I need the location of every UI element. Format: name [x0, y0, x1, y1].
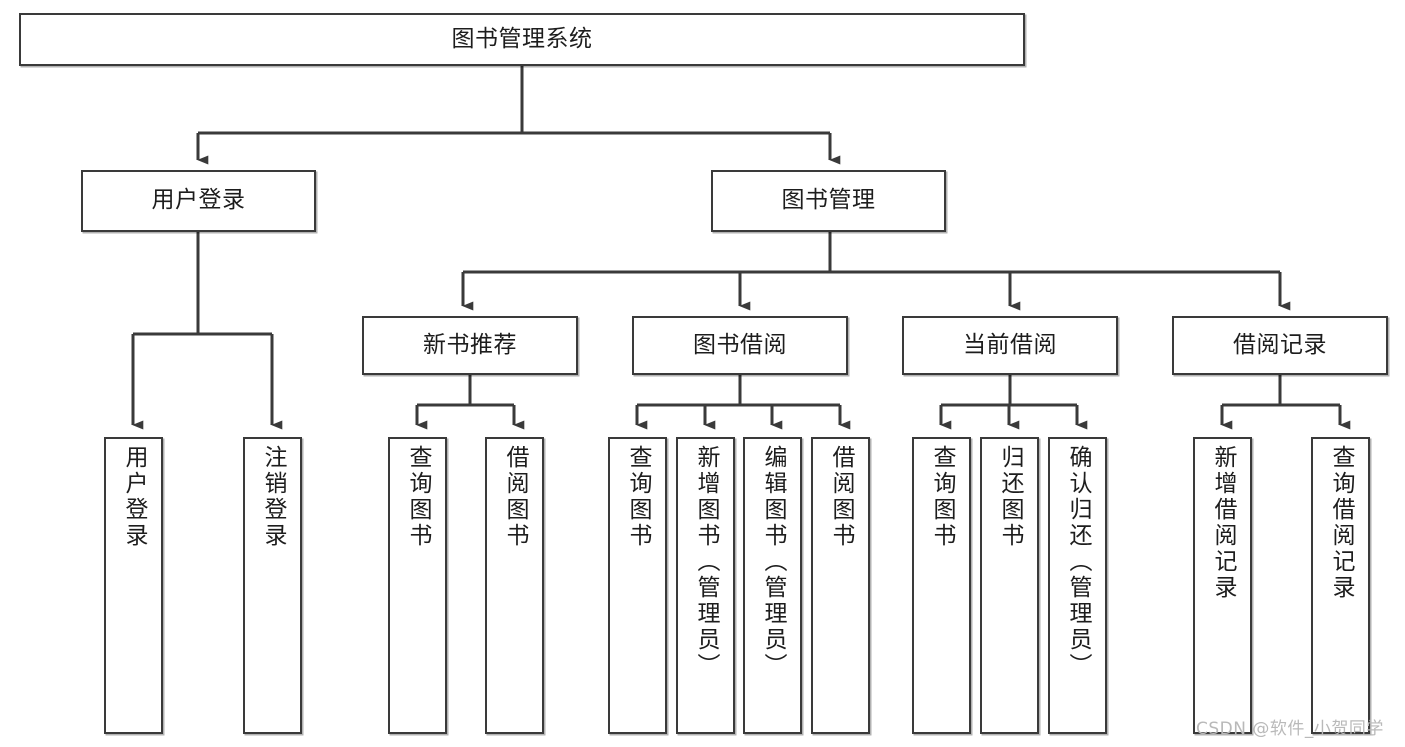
node-leaf-user-logout[interactable]: 注销登录 [243, 437, 302, 734]
node-label-leaf-add-book: 新增图书（管理员） [693, 445, 719, 679]
node-leaf-user-login[interactable]: 用户登录 [104, 437, 163, 734]
node-label-new-book-recommend: 新书推荐 [423, 331, 517, 358]
node-label-book-borrow: 图书借阅 [693, 331, 787, 358]
node-label-root: 图书管理系统 [451, 25, 593, 52]
node-book-borrow[interactable]: 图书借阅 [632, 316, 848, 375]
node-leaf-borrow-book-2[interactable]: 借阅图书 [811, 437, 870, 734]
node-borrow-record[interactable]: 借阅记录 [1172, 316, 1388, 375]
node-book-management[interactable]: 图书管理 [711, 170, 946, 232]
node-label-leaf-edit-book: 编辑图书（管理员） [760, 445, 786, 679]
node-label-leaf-user-logout: 注销登录 [260, 445, 286, 549]
node-label-leaf-query-book-3: 查询图书 [929, 445, 955, 549]
node-new-book-recommend[interactable]: 新书推荐 [362, 316, 578, 375]
node-label-leaf-borrow-book-1: 借阅图书 [502, 445, 528, 549]
node-leaf-edit-book[interactable]: 编辑图书（管理员） [743, 437, 802, 734]
node-leaf-confirm-return[interactable]: 确认归还（管理员） [1048, 437, 1107, 734]
node-current-borrow[interactable]: 当前借阅 [902, 316, 1118, 375]
node-label-leaf-query-book-2: 查询图书 [625, 445, 651, 549]
node-root-system[interactable]: 图书管理系统 [19, 13, 1025, 66]
node-leaf-query-book-2[interactable]: 查询图书 [608, 437, 667, 734]
node-label-current-borrow: 当前借阅 [963, 331, 1057, 358]
node-label-leaf-confirm-return: 确认归还（管理员） [1065, 445, 1091, 679]
node-leaf-add-record[interactable]: 新增借阅记录 [1193, 437, 1252, 734]
node-label-leaf-add-record: 新增借阅记录 [1210, 445, 1236, 601]
node-label-leaf-return-book: 归还图书 [997, 445, 1023, 549]
node-label-user-login: 用户登录 [151, 187, 246, 214]
node-label-leaf-borrow-book-2: 借阅图书 [828, 445, 854, 549]
node-label-leaf-user-login: 用户登录 [121, 445, 147, 549]
node-label-book-management: 图书管理 [781, 187, 876, 214]
node-leaf-return-book[interactable]: 归还图书 [980, 437, 1039, 734]
node-user-login[interactable]: 用户登录 [81, 170, 316, 232]
node-label-leaf-query-record: 查询借阅记录 [1328, 445, 1354, 601]
node-leaf-add-book[interactable]: 新增图书（管理员） [676, 437, 735, 734]
node-leaf-query-book-3[interactable]: 查询图书 [912, 437, 971, 734]
node-leaf-borrow-book-1[interactable]: 借阅图书 [485, 437, 544, 734]
node-leaf-query-record[interactable]: 查询借阅记录 [1311, 437, 1370, 734]
node-label-borrow-record: 借阅记录 [1233, 331, 1327, 358]
node-leaf-query-book-1[interactable]: 查询图书 [388, 437, 447, 734]
node-label-leaf-query-book-1: 查询图书 [405, 445, 431, 549]
